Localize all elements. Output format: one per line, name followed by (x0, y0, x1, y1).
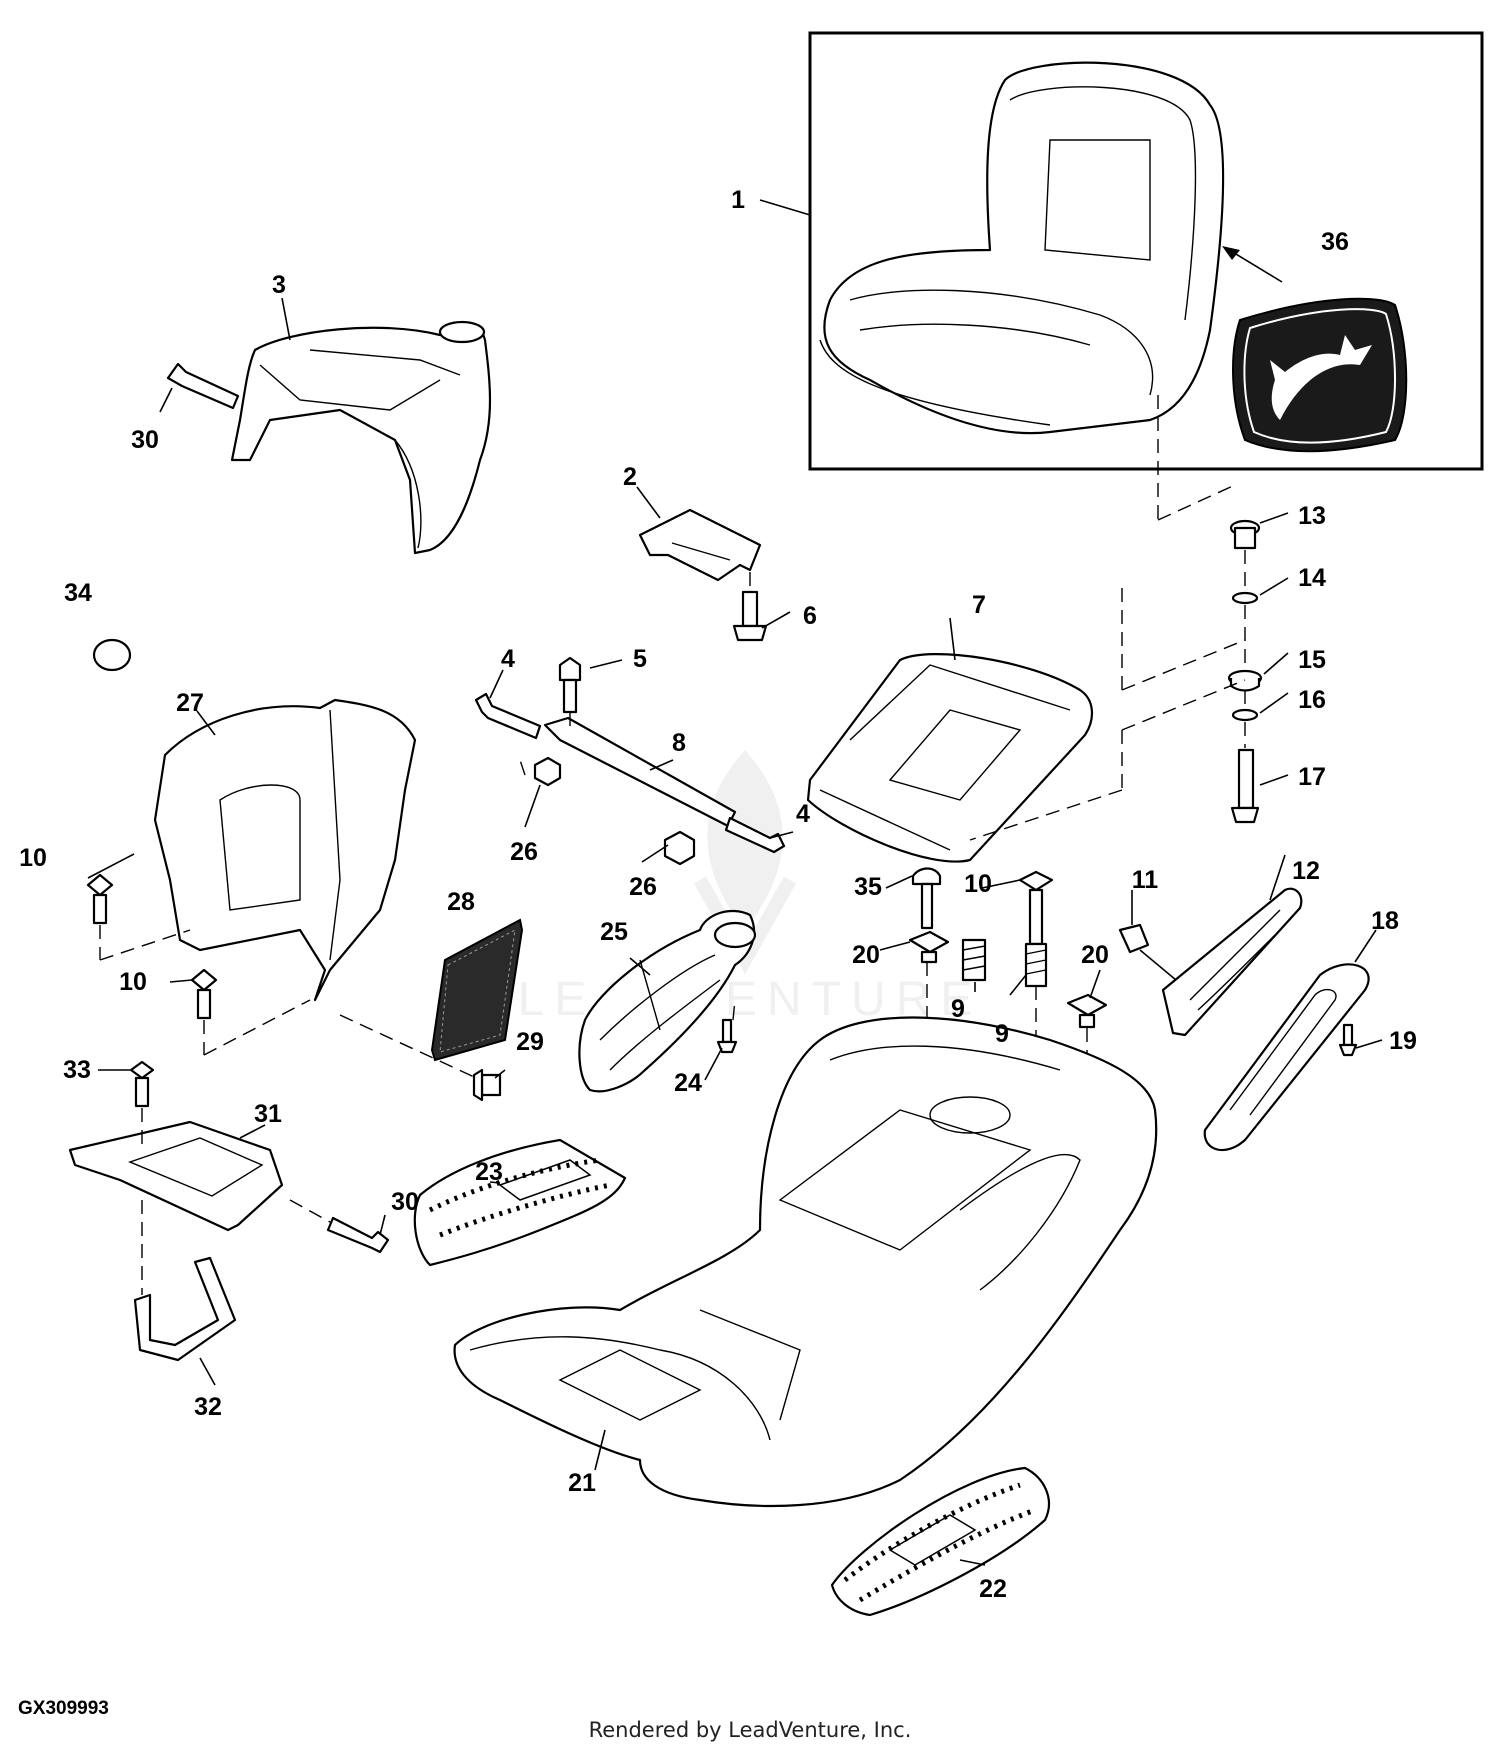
part-34-plug (92, 638, 132, 672)
callouts: 1 2 3 4 4 5 6 7 8 9 9 10 10 10 11 12 13 … (19, 186, 1417, 1603)
callout-29: 29 (516, 1028, 544, 1056)
callout-10a: 10 (19, 844, 47, 872)
callout-31: 31 (254, 1100, 282, 1128)
seat-mount-lines (969, 395, 1246, 841)
callout-33: 33 (63, 1056, 91, 1084)
callout-30a: 30 (131, 426, 159, 454)
callout-27: 27 (176, 689, 204, 717)
callout-6: 6 (803, 602, 817, 630)
part-8-rod (543, 716, 737, 828)
part-27-side-panel (153, 698, 417, 1002)
callout-23: 23 (475, 1158, 503, 1186)
callout-9a: 9 (951, 995, 965, 1023)
part-3-upper-cowl (230, 320, 492, 555)
callout-22: 22 (979, 1575, 1007, 1603)
part-28-grille (339, 918, 524, 1083)
render-credit: Rendered by LeadVenture, Inc. (588, 1718, 912, 1742)
callout-26a: 26 (510, 838, 538, 866)
part-18-fender-cover (1203, 963, 1370, 1151)
callout-5: 5 (633, 645, 647, 673)
part-17-bolt (1230, 748, 1260, 824)
part-26b-nut (663, 830, 696, 866)
part-19-screw (1338, 1023, 1383, 1057)
part-30a-screw (166, 362, 240, 410)
part-10a-bolt (86, 873, 191, 961)
callout-4a: 4 (501, 645, 515, 673)
part-22-foot-mat (830, 1466, 1050, 1617)
part-33-bolt (129, 1060, 155, 1150)
callout-10b: 10 (119, 968, 147, 996)
part-16-washer (1231, 708, 1259, 722)
part-13-knob (1229, 519, 1261, 550)
part-26a-nut (519, 756, 562, 787)
part-29-screw (472, 1068, 502, 1102)
callout-9b: 9 (995, 1020, 1009, 1048)
callout-12: 12 (1292, 857, 1320, 885)
part-25-console (578, 910, 757, 1093)
callout-24: 24 (674, 1069, 702, 1097)
callout-7: 7 (972, 591, 986, 619)
part-11-switch (1118, 923, 1189, 991)
callout-4b: 4 (796, 800, 810, 828)
callout-30b: 30 (391, 1188, 419, 1216)
callout-21: 21 (568, 1469, 596, 1497)
callout-36: 36 (1321, 228, 1349, 256)
callout-13: 13 (1298, 502, 1326, 530)
part-23-foot-mat (413, 1138, 627, 1267)
callout-34: 34 (64, 579, 92, 607)
part-14-washer (1231, 591, 1259, 605)
part-1-seat (808, 31, 1484, 471)
callout-16: 16 (1298, 686, 1326, 714)
callout-25: 25 (600, 918, 628, 946)
part-31-battery-tray (68, 1120, 284, 1232)
part-9a-spring (961, 938, 987, 982)
callout-26b: 26 (629, 873, 657, 901)
part-35-pin (911, 867, 942, 930)
callout-1: 1 (731, 186, 745, 214)
part-6-bolt (732, 572, 768, 642)
callout-18: 18 (1371, 907, 1399, 935)
figure-id: GX309993 (18, 1698, 109, 1719)
leader-lines (87, 199, 1377, 1566)
callout-15: 15 (1298, 646, 1326, 674)
callout-14: 14 (1298, 564, 1326, 592)
part-4a-bolt (474, 692, 542, 740)
callout-2: 2 (623, 463, 637, 491)
part-5-bolt (558, 656, 582, 730)
part-21-fender-deck (453, 1016, 1158, 1508)
part-2-bracket (638, 508, 762, 582)
part-36-decal (1222, 246, 1408, 453)
part-24-screw (716, 999, 738, 1054)
callout-17: 17 (1298, 763, 1326, 791)
callout-35: 35 (854, 873, 882, 901)
callout-20b: 20 (1081, 941, 1109, 969)
part-15-spacer (1227, 669, 1263, 692)
callout-10c: 10 (964, 870, 992, 898)
callout-11: 11 (1132, 866, 1159, 894)
callout-19: 19 (1389, 1027, 1417, 1055)
callout-3: 3 (272, 271, 286, 299)
part-32-strap (133, 1200, 237, 1362)
part-20a-bushing (908, 930, 950, 964)
part-12-plate (1161, 887, 1303, 1037)
callout-8: 8 (672, 729, 686, 757)
callout-20a: 20 (852, 941, 880, 969)
callout-28: 28 (447, 888, 475, 916)
part-10b-bolt (190, 968, 311, 1056)
callout-32: 32 (194, 1393, 222, 1421)
part-10c-bolt (1018, 870, 1054, 946)
part-30b-bolt (289, 1199, 390, 1254)
part-7-seat-pan (806, 653, 1093, 863)
part-9b-spring (1024, 942, 1048, 1040)
